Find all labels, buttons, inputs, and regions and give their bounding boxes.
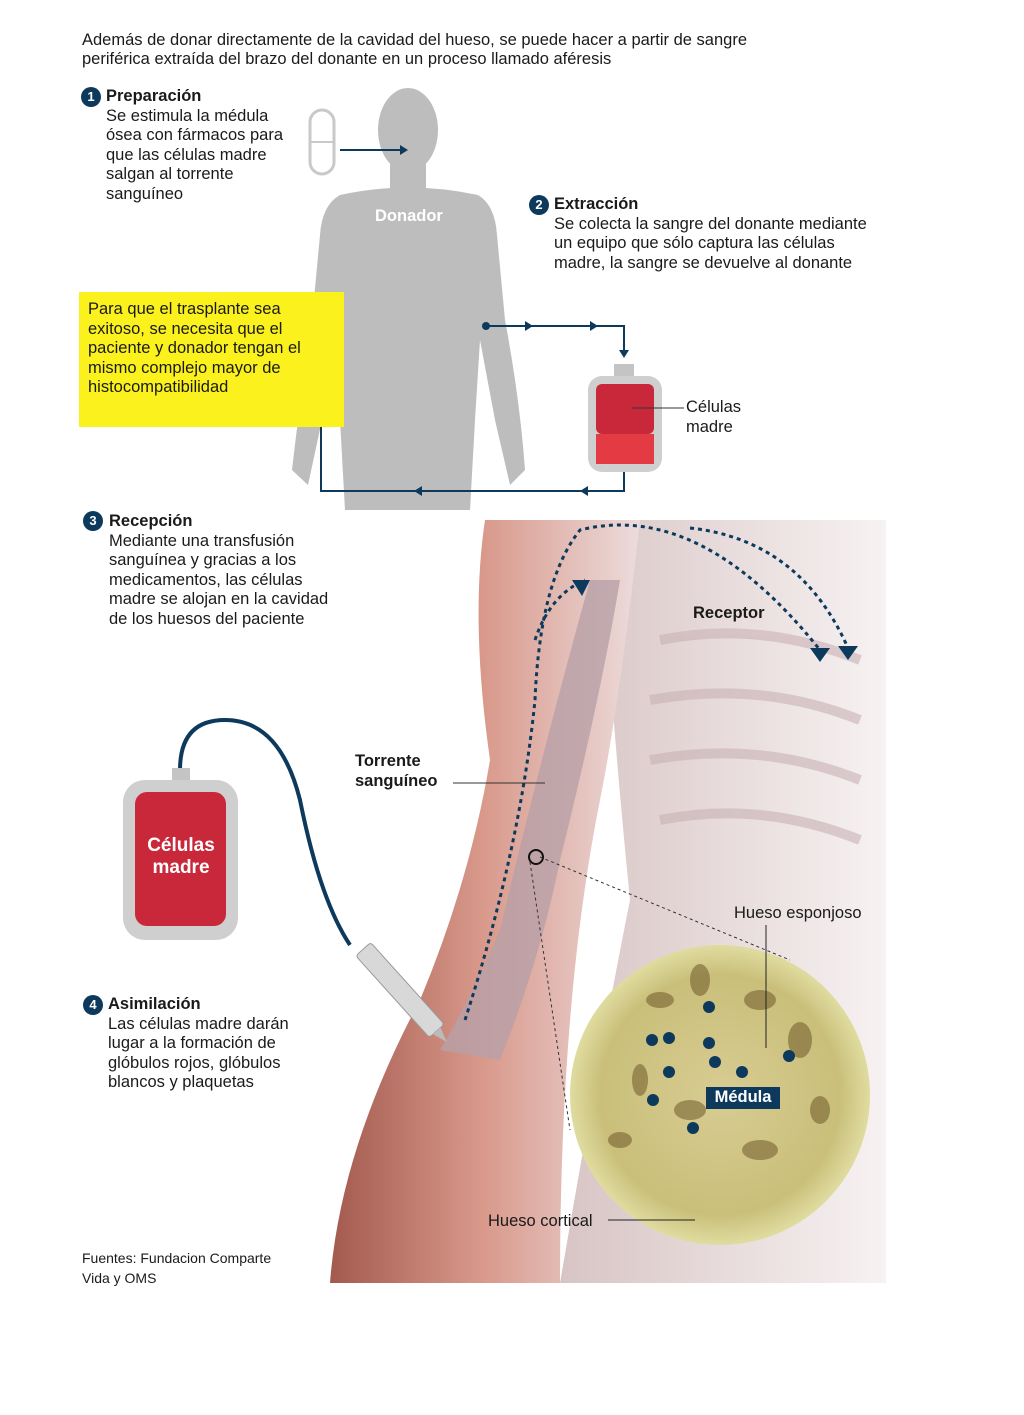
intro-text: Además de donar directamente de la cavid… [82,31,748,68]
cortical-bone-label: Hueso cortical [488,1212,593,1230]
step-title: Extracción [554,195,639,213]
step-text: Las células madre darán lugar a la forma… [108,1014,289,1092]
receptor-label: Receptor [693,604,765,622]
step-title: Asimilación [108,995,201,1013]
step-text: Mediante una transfusión sanguínea y gra… [109,531,329,628]
needle [356,943,447,1043]
sources: Fuentes: Fundacion Comparte Vida y OMS [82,1250,272,1286]
stem-cell-dots [646,1001,795,1134]
stem-cell-bag-small [588,364,662,472]
step-number-2: 2 [529,195,549,215]
step-number-4: 4 [83,995,103,1015]
step-text: Se estimula la médula ósea con fármacos … [106,106,284,203]
step-number-1: 1 [81,87,101,107]
step-extraction: Extracción Se colecta la sangre del dona… [554,195,874,273]
stem-cell-bag-large [123,768,238,940]
histocompatibility-note: Para que el trasplante sea exitoso, se n… [79,292,344,427]
note-text: Para que el trasplante sea exitoso, se n… [88,300,301,396]
step-number-3: 3 [83,511,103,531]
step-assimilation: Asimilación Las células madre darán luga… [108,995,298,1093]
step-reception: Recepción Mediante una transfusión sangu… [109,512,344,629]
bag-label: Células madre [147,835,215,878]
step-text: Se colecta la sangre del donante mediant… [554,214,867,272]
spongy-bone-label: Hueso esponjoso [734,904,862,922]
bloodstream-label: Torrente sanguíneo [355,752,438,790]
donor-label: Donador [375,207,443,225]
marrow-label: Médula [714,1088,772,1106]
step-title: Preparación [106,87,202,105]
zoom-point [528,849,544,865]
step-title: Recepción [109,512,193,530]
stem-cells-label: Células madre [686,398,742,436]
step-preparation: Preparación Se estimula la médula ósea c… [106,87,301,204]
